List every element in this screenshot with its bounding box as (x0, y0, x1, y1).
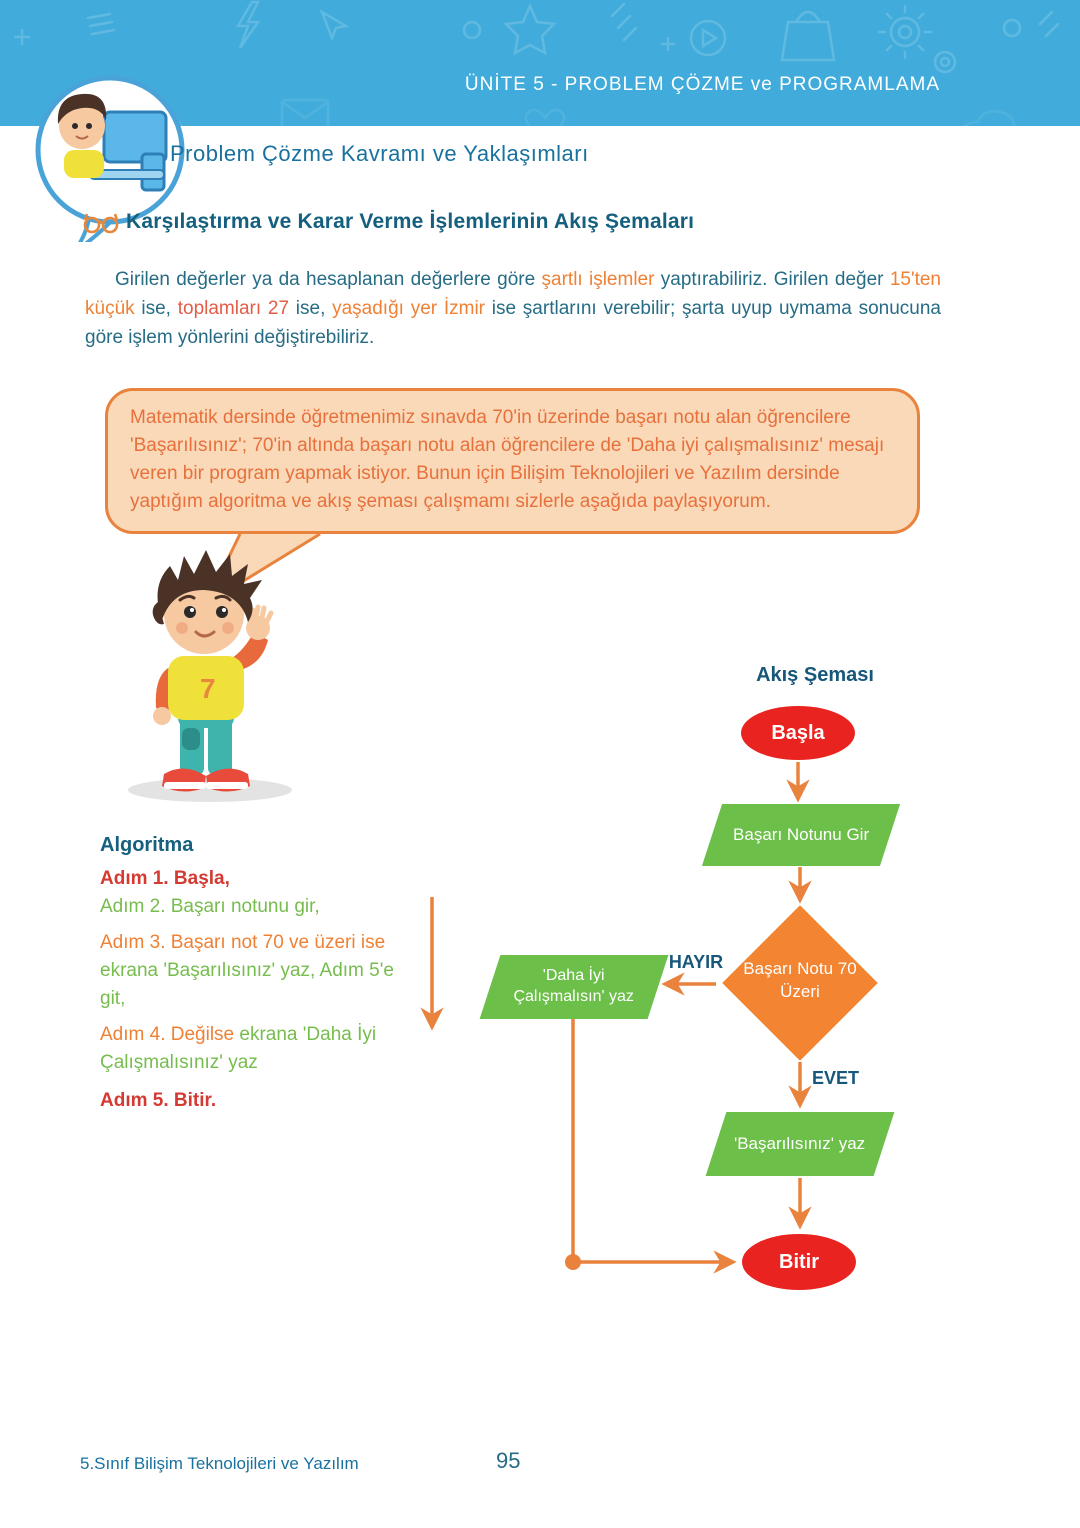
intro-segment: ise şartlarını verebilir; şarta uyup uym… (85, 298, 941, 348)
intro-segment: Girilen değerler ya da hesaplanan değerl… (115, 269, 542, 290)
intro-segment: ise, (134, 298, 178, 319)
flowchart-no-output-node: 'Daha İyi Çalışmalısın' yaz (479, 955, 669, 1019)
header-band-light (0, 0, 1080, 126)
footer-book-title: 5.Sınıf Bilişim Teknolojileri ve Yazılım (80, 1454, 359, 1473)
mascot-boy-at-computer (35, 75, 185, 242)
intro-segment-highlight: şartlı işlemler (541, 269, 655, 290)
waving-boy-illustration: 7 (128, 550, 292, 802)
algorithm-step-1: Adım 1. Başla, (100, 868, 230, 889)
page-section-title: Problem Çözme Kavramı ve Yaklaşımları (170, 141, 589, 166)
intro-paragraph: Girilen değerler ya da hesaplanan değerl… (85, 265, 941, 352)
algorithm-step-4-cont: Çalışmalısınız' yaz (100, 1052, 258, 1073)
intro-segment: ise, (289, 298, 333, 319)
flowchart-start-node: Başla (741, 706, 855, 760)
flowchart-end-node: Bitir (742, 1234, 856, 1290)
intro-segment-highlight: 15'ten küçük (85, 269, 942, 319)
flowchart-no-label: HAYIR (668, 952, 724, 972)
flowchart-yes-output-node: 'Başarılısınız' yaz (705, 1112, 895, 1176)
algorithm-step-3-cont: git, (100, 988, 126, 1009)
flowchart-connectors (420, 762, 812, 1274)
algorithm-block: Algoritma Adım 1. Başla, Adım 2. Başarı … (100, 831, 450, 1115)
topic-heading: Karşılaştırma ve Karar Verme İşlemlerini… (82, 210, 694, 234)
speech-bubble-text: Matematik dersinde öğretmenimiz sınavda … (130, 407, 885, 512)
algorithm-step-5: Adım 5. Bitir. (100, 1090, 217, 1111)
intro-segment-highlight: yaşadığı yer İzmir (332, 298, 485, 319)
flowchart-yes-label: EVET (812, 1068, 860, 1088)
intro-segment: yaptırabiliriz. Girilen değer (654, 269, 890, 290)
svg-text:7: 7 (200, 673, 216, 704)
flowchart-decision-label: Başarı Notu 70 Üzeri (743, 959, 857, 1001)
unit-title: ÜNİTE 5 - PROBLEM ÇÖZME ve PROGRAMLAMA (464, 74, 940, 95)
algorithm-step-2: Adım 2. Başarı notunu gir, (100, 896, 320, 917)
footer-page-number: 95 (496, 1448, 521, 1473)
glasses-icon (83, 213, 119, 234)
plus-icon (670, 148, 686, 164)
algorithm-step-4: Adım 4. Değilse ekrana 'Daha İyi (100, 1024, 377, 1045)
algorithm-title: Algoritma (100, 834, 194, 856)
flowchart-title: Akış Şeması (756, 664, 874, 686)
speech-bubble: Matematik dersinde öğretmenimiz sınavda … (105, 388, 920, 534)
flowchart-input-node: Başarı Notunu Gir (701, 804, 901, 866)
algorithm-step-3: Adım 3. Başarı not 70 ve üzeri ise (100, 932, 386, 953)
algorithm-step-3-cont: ekrana 'Başarılısınız' yaz, Adım 5'e (100, 960, 394, 981)
junction-dot (565, 1254, 581, 1270)
intro-segment-highlight: toplamları 27 (177, 298, 290, 319)
topic-heading-text: Karşılaştırma ve Karar Verme İşlemlerini… (126, 210, 695, 233)
